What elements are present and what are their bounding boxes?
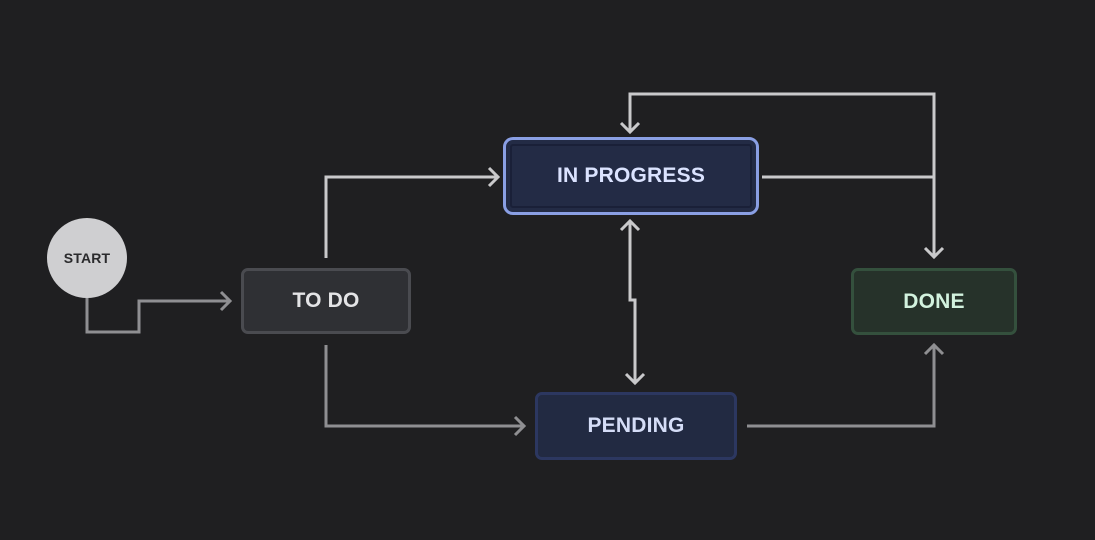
- node-in-progress[interactable]: IN PROGRESS: [503, 137, 759, 215]
- edge-inprogress-to-done: [762, 175, 945, 260]
- edge-pending-to-done: [747, 342, 945, 428]
- edge-inprogress-pending: [619, 218, 646, 386]
- edge-todo-to-pending: [324, 345, 527, 437]
- node-todo[interactable]: TO DO: [241, 268, 411, 334]
- edge-todo-to-inprogress: [324, 166, 501, 258]
- edge-start-to-todo: [85, 290, 233, 334]
- node-start[interactable]: START: [47, 218, 127, 298]
- node-pending[interactable]: PENDING: [535, 392, 737, 460]
- node-done[interactable]: DONE: [851, 268, 1017, 335]
- edge-done-to-inprogress: [619, 92, 936, 177]
